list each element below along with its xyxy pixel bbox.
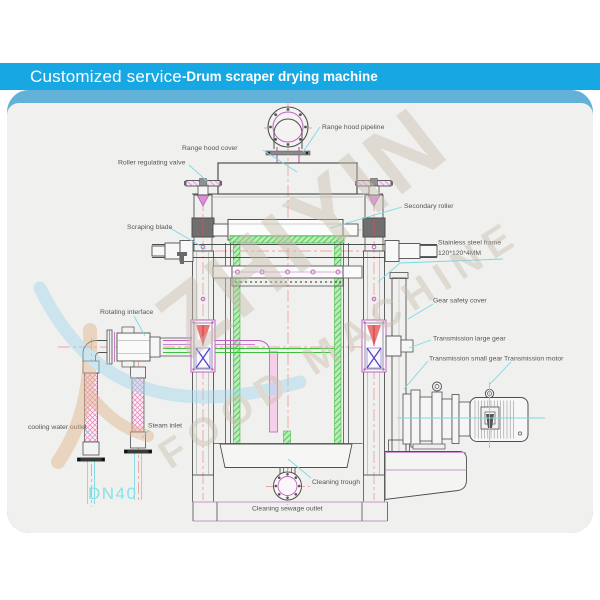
gear-safety-cover bbox=[385, 272, 414, 453]
leader-lines bbox=[84, 126, 512, 479]
label-cleaning-trough: Cleaning trough bbox=[312, 479, 360, 486]
watermark-logo-stroke2 bbox=[84, 389, 154, 442]
steam-inlet-hose bbox=[124, 366, 152, 500]
roller-regulating-valve-right bbox=[355, 178, 393, 476]
header-bar: Customized service-Drum scraper drying m… bbox=[0, 63, 600, 90]
label-roller-regulating-valve: Roller regulating valve bbox=[118, 160, 185, 167]
label-cooling-water-outlet: cooling water outlet bbox=[28, 424, 87, 431]
bolt-dot-row bbox=[235, 281, 341, 283]
label-scraping-blade: Scraping blade bbox=[127, 224, 173, 231]
label-rotating-interface: Rotating interface bbox=[100, 309, 153, 316]
watermark-swoosh bbox=[33, 281, 307, 404]
secondary-roller bbox=[212, 219, 359, 244]
label-steam-inlet: Steam inlet bbox=[148, 423, 182, 430]
label-secondary-roller: Secondary roller bbox=[404, 203, 454, 210]
motor-pedestal bbox=[384, 451, 467, 501]
header-title-sub: -Drum scraper drying machine bbox=[181, 69, 378, 84]
watermark-logo-stroke bbox=[51, 323, 98, 469]
header-title-main: Customized service bbox=[30, 66, 182, 86]
label-transmission-small-gear: Transmission small gear bbox=[429, 356, 503, 363]
label-stainless-frame-2: 120*120*4MM bbox=[438, 250, 481, 257]
elbow-pipe bbox=[82, 340, 107, 362]
range-hood-cover bbox=[192, 162, 383, 198]
rotating-interface bbox=[106, 326, 192, 368]
label-range-hood-cover: Range hood cover bbox=[182, 145, 238, 152]
callout-labels: Range hood pipeline Range hood cover Rol… bbox=[28, 124, 564, 513]
main-shaft bbox=[151, 240, 438, 264]
transmission-drive bbox=[397, 381, 545, 450]
label-transmission-large-gear: Transmission large gear bbox=[433, 336, 506, 343]
base-frame bbox=[192, 475, 388, 522]
range-hood-pipeline-flange bbox=[265, 106, 311, 163]
label-cleaning-sewage-outlet: Cleaning sewage outlet bbox=[252, 506, 323, 513]
label-gear-safety-cover: Gear safety cover bbox=[433, 298, 487, 305]
bearing-left bbox=[190, 319, 216, 373]
label-stainless-frame-1: Stainless steel frame bbox=[438, 240, 501, 247]
cleaning-trough bbox=[213, 443, 363, 501]
label-range-hood-pipeline: Range hood pipeline bbox=[322, 124, 385, 131]
label-transmission-motor: Transmission motor bbox=[504, 356, 564, 363]
bearing-right bbox=[361, 319, 387, 373]
cooling-water-hose bbox=[77, 360, 105, 504]
scraping-blade-bar bbox=[212, 265, 363, 287]
label-dn40: DN40 bbox=[88, 484, 137, 503]
